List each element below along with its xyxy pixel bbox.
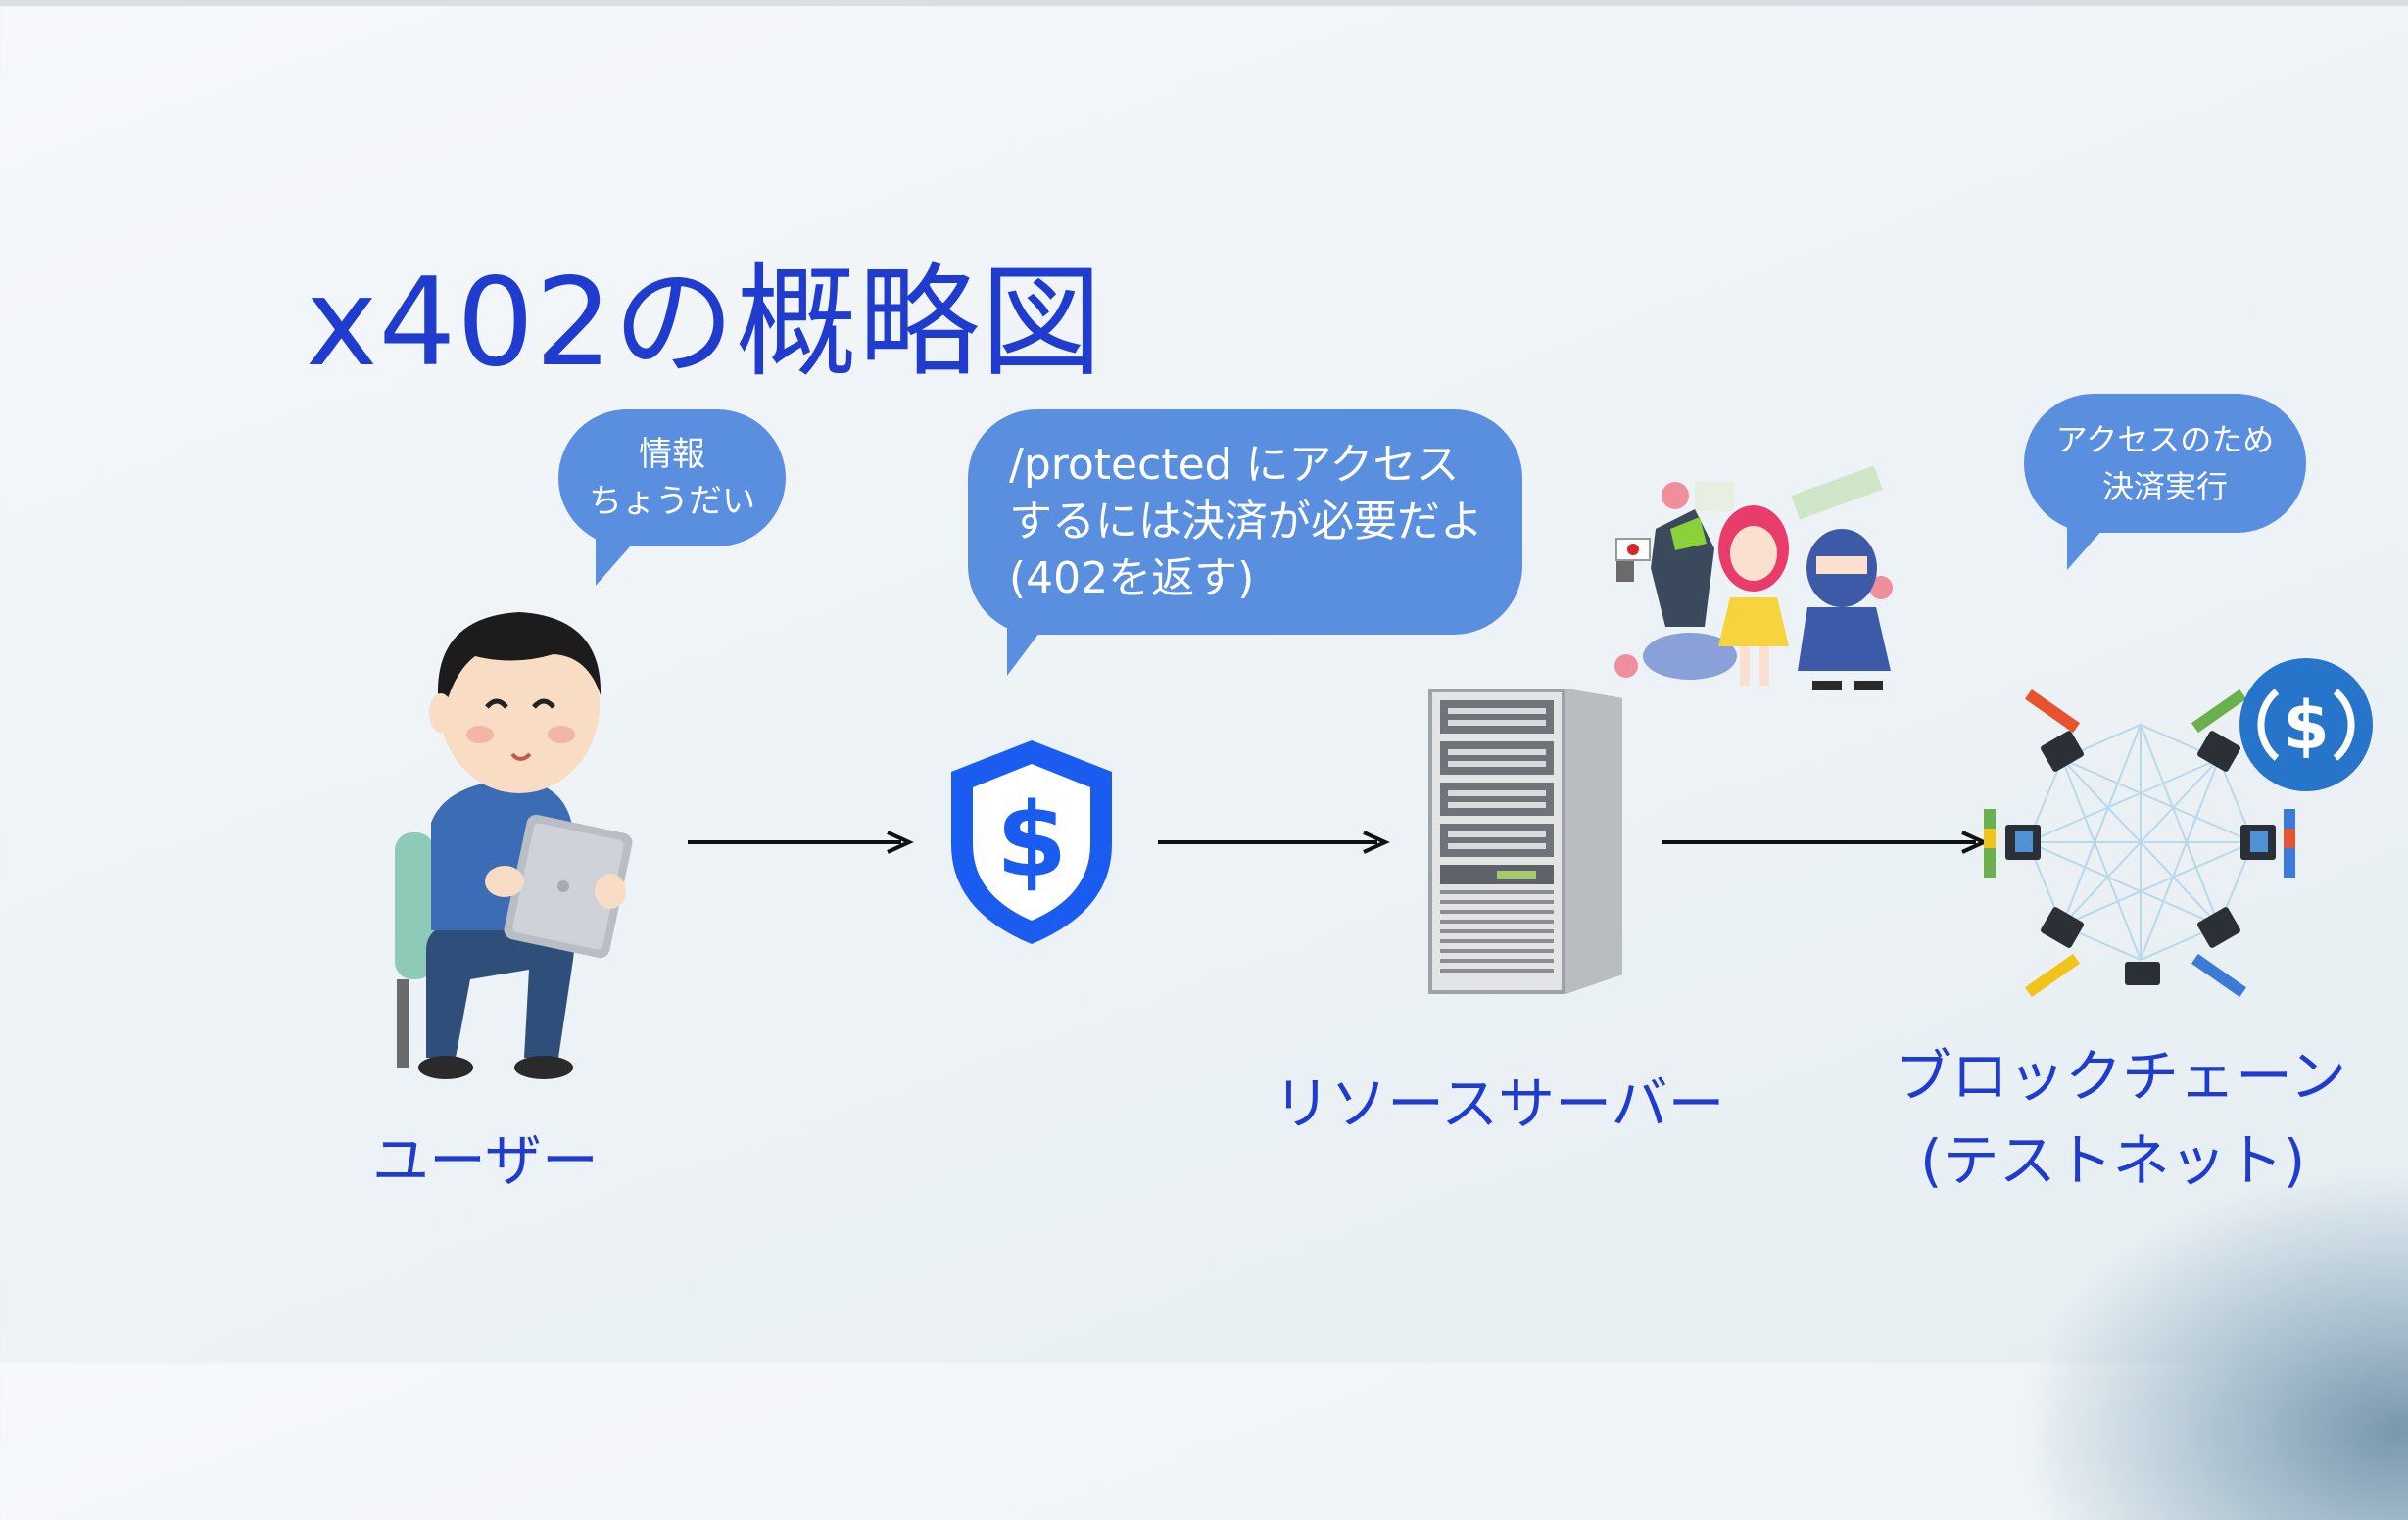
- paywall-bubble-line1: /protected にアクセス: [1009, 440, 1460, 490]
- bubble-tail: [596, 537, 639, 586]
- paywall-bubble-line3: (402を返す): [1009, 553, 1255, 603]
- shield-dollar-icon: $: [951, 740, 1112, 944]
- chain-label-line2: (テストネット): [1920, 1127, 2306, 1194]
- content-characters-icon: [1614, 465, 1893, 690]
- blockchain-network-icon: [1984, 689, 2295, 998]
- paywall-speech-bubble: /protected にアクセス するには決済が必要だよ (402を返す): [968, 409, 1522, 676]
- paywall-bubble-line2: するには決済が必要だよ: [1009, 497, 1483, 546]
- usdc-coin-icon: $: [2239, 658, 2373, 791]
- user-with-tablet-icon: [395, 612, 633, 1079]
- arrow-server-to-chain: [1662, 831, 1989, 854]
- page-title: x402の概略図: [306, 253, 1104, 394]
- arrow-paywall-to-server: [1158, 831, 1390, 854]
- svg-text:$: $: [996, 781, 1067, 900]
- corner-shade: [2016, 1167, 2408, 1520]
- bubble-tail: [2067, 521, 2110, 570]
- chain-label-line1: ブロックチェーン: [1895, 1043, 2347, 1110]
- bubble-tail: [1007, 621, 1048, 676]
- top-border: [0, 0, 2408, 6]
- svg-text:$: $: [2283, 688, 2329, 765]
- chain-bubble-line1: アクセスのため: [2055, 421, 2275, 458]
- user-bubble-line1: 情報: [639, 435, 705, 474]
- user-label: ユーザー: [372, 1127, 599, 1194]
- arrow-user-to-paywall: [688, 831, 914, 854]
- user-speech-bubble: 情報 ちょうだい: [558, 409, 786, 586]
- user-bubble-line2: ちょうだい: [589, 482, 755, 521]
- chain-bubble-line2: 決済実行: [2101, 468, 2228, 505]
- chain-speech-bubble: アクセスのため 決済実行: [2024, 394, 2306, 570]
- server-label: リソースサーバー: [1274, 1070, 1725, 1137]
- server-tower-icon: [1428, 689, 1622, 994]
